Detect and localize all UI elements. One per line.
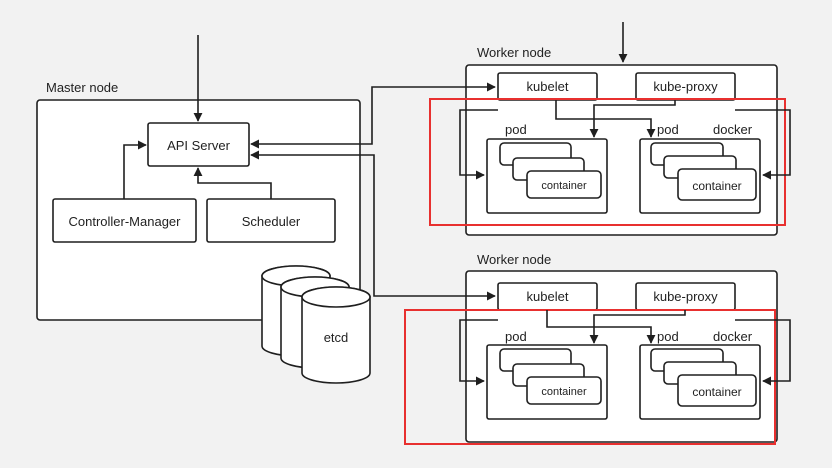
master-node-label: Master node [46, 80, 118, 95]
proxy-to-right-pod-arrow [735, 319, 791, 386]
kubelet-label: kubelet [527, 289, 569, 304]
etcd-label: etcd [324, 330, 349, 345]
container-label: container [541, 180, 587, 192]
container-label: container [692, 385, 741, 399]
container-label: container [692, 179, 741, 193]
runtime-label: docker [713, 329, 753, 344]
container-box[interactable] [526, 376, 602, 405]
kubelet-label: kubelet [527, 79, 569, 94]
kube-proxy-label: kube-proxy [653, 79, 718, 94]
pod-label: pod [505, 329, 527, 344]
proxy-to-left-pod-arrow [589, 100, 676, 138]
kubelet-to-pod-arrow [459, 319, 498, 386]
runtime-label: docker [713, 122, 753, 137]
highlight-box [404, 309, 776, 445]
controller-to-api-arrow [123, 140, 147, 199]
api-kubelet-1-connector [250, 82, 496, 149]
pod-label: pod [657, 122, 679, 137]
container-box[interactable] [677, 168, 757, 201]
api-kubelet-2-connector [250, 150, 496, 301]
container-label: container [541, 386, 587, 398]
kube-proxy-label: kube-proxy [653, 289, 718, 304]
kubelet-to-right-pod-arrow [555, 100, 656, 138]
worker-node-label: Worker node [477, 45, 551, 60]
api-server-label: API Server [167, 138, 231, 153]
worker-node-1: Worker node kubelet kube-proxy pod conta… [429, 22, 791, 236]
kubelet-to-right-pod-arrow [546, 310, 656, 344]
container-box[interactable] [526, 170, 602, 199]
worker-node-label: Worker node [477, 252, 551, 267]
pod-label: pod [505, 122, 527, 137]
proxy-to-left-pod-arrow [589, 310, 686, 344]
pod-label: pod [657, 329, 679, 344]
controller-manager-label: Controller-Manager [69, 214, 182, 229]
scheduler-label: Scheduler [242, 214, 301, 229]
master-node: Master node API Server Controller-Manage… [36, 35, 371, 384]
container-box[interactable] [677, 374, 757, 407]
worker-node-2: Worker node kubelet kube-proxy pod conta… [404, 252, 791, 445]
api-server-box[interactable] [147, 122, 250, 167]
proxy-to-right-pod-arrow [735, 109, 791, 180]
